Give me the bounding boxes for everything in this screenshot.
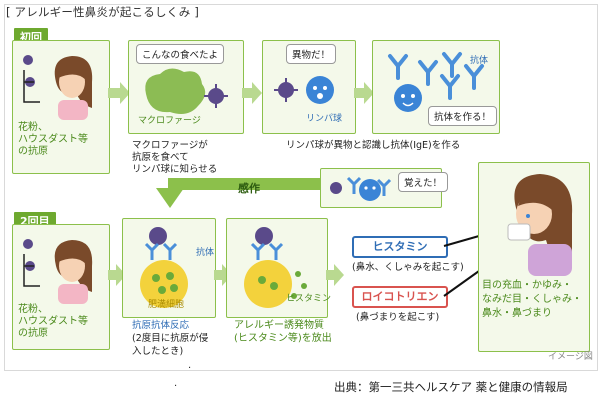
macrophage-caption-line-3: リンパ球に知らせる (132, 164, 218, 175)
release-caption-line-2: (ヒスタミン等)を放出 (234, 333, 332, 344)
allergen-icon (23, 239, 40, 287)
stage2-allergen-line-1: 花粉、 (18, 304, 48, 315)
macrophage-caption-line-1: マクロファージが (132, 140, 208, 151)
flow-arrow-icon (108, 264, 126, 286)
antibody-label: 抗体 (470, 56, 489, 66)
antibody-speech: 抗体を作る！ (428, 106, 498, 126)
degranulating-cell-icon (244, 227, 307, 308)
mast-caption-line-2: (2度目に抗原が侵 (132, 333, 209, 344)
lymphocyte-name: リンパ球 (306, 114, 343, 124)
sensitization-speech: 覚えた！ (398, 172, 449, 192)
source-credit: 出典：第一三共ヘルスケア 薬と健康の情報局 (334, 380, 568, 394)
release-label: ヒスタミン (286, 294, 332, 304)
lymphocyte-speech: 異物だ！ (286, 44, 337, 64)
person-icon (54, 240, 93, 304)
macrophage-speech: こんなの食べたよ (136, 44, 225, 64)
lymphocyte-icon (274, 76, 334, 104)
sensitization-arrow-icon (156, 178, 320, 208)
stage2-allergen-line-2: ハウスダスト等 (18, 316, 88, 327)
release-caption-line-1: アレルギー誘発物質 (234, 320, 324, 331)
person-icon (54, 56, 93, 120)
antibody-caption: リンパ球が異物と認識し抗体(IgE)を作る (286, 140, 461, 151)
mast-caption-line-1: 抗原抗体反応 (132, 320, 190, 331)
sensitization-label: 感作 (238, 182, 260, 195)
flow-arrow-icon (326, 264, 344, 286)
mast-antibody-label: 抗体 (196, 248, 215, 258)
histamine-effect: (鼻水、くしゃみを起こす) (352, 262, 464, 273)
flow-arrow-icon (242, 82, 262, 104)
mast-cell-icon (140, 227, 188, 308)
separator-dot: . (188, 360, 192, 371)
memory-lymphocyte-icon (330, 176, 392, 201)
leukotriene-effect: (鼻づまりを起こす) (356, 312, 440, 323)
symptom-line-3: 鼻水・鼻づまり (482, 308, 552, 319)
flow-arrow-icon (108, 82, 130, 104)
flow-arrow-icon (354, 82, 374, 104)
allergen-icon (23, 55, 40, 103)
leukotriene-box: ロイコトリエン (352, 286, 448, 308)
stage1-allergen-line-1: 花粉、 (18, 122, 48, 133)
mast-cell-label: 肥満細胞 (148, 300, 185, 310)
diagram-title: [ アレルギー性鼻炎が起こるしくみ ] (6, 5, 200, 19)
separator-dot: . (174, 378, 178, 389)
image-note: イメージ図 (548, 352, 593, 362)
stage1-allergen-line-2: ハウスダスト等 (18, 134, 88, 145)
sneezing-person-icon (507, 174, 573, 276)
flow-arrow-icon (214, 264, 232, 286)
macrophage-caption-line-2: 抗原を食べて (132, 152, 189, 163)
antibody-icon (388, 52, 484, 112)
histamine-box: ヒスタミン (352, 236, 448, 258)
symptom-line-1: 目の充血・かゆみ・ (482, 280, 572, 291)
stage1-allergen-line-3: の抗原 (18, 146, 48, 157)
symptom-line-2: なみだ目・くしゃみ・ (482, 294, 582, 305)
mast-caption-line-3: 入したとき) (132, 346, 184, 357)
macrophage-name: マクロファージ (138, 116, 201, 126)
stage2-allergen-line-3: の抗原 (18, 328, 48, 339)
macrophage-icon (145, 68, 228, 114)
